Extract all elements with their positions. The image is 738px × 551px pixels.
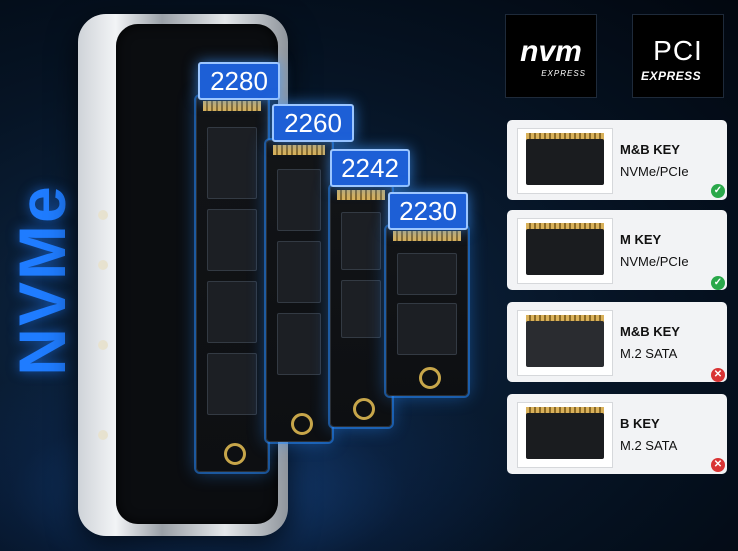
compat-card-m-key-nvme: M KEY NVMe/PCIe ✓	[507, 210, 727, 290]
interface-type: NVMe/PCIe	[620, 254, 689, 269]
enclosure-screw-holes	[98, 210, 110, 450]
nvm-logo-subtext: EXPRESS	[541, 69, 586, 78]
product-heading: NVMe SSD	[5, 184, 149, 376]
nvm-logo-text: nvm	[520, 35, 582, 68]
ssd-2230	[386, 226, 468, 396]
pci-logo-subtext: EXPRESS	[641, 69, 702, 83]
length-tag-2280: 2280	[198, 62, 280, 100]
interface-type: NVMe/PCIe	[620, 164, 689, 179]
length-tag-2230: 2230	[388, 192, 468, 230]
cross-icon: ✕	[711, 458, 725, 472]
key-type: B KEY	[620, 416, 660, 431]
ssd-thumbnail	[517, 402, 613, 468]
ssd-2260	[266, 140, 332, 442]
check-icon: ✓	[711, 276, 725, 290]
pci-logo-text: PCI	[653, 35, 703, 66]
compat-card-mb-key-sata: M&B KEY M.2 SATA ✕	[507, 302, 727, 382]
compat-card-mb-key-nvme: M&B KEY NVMe/PCIe ✓	[507, 120, 727, 200]
ssd-2280	[196, 96, 268, 472]
nvm-express-logo: nvm EXPRESS	[505, 14, 597, 98]
cross-icon: ✕	[711, 368, 725, 382]
interface-type: M.2 SATA	[620, 438, 678, 453]
key-type: M&B KEY	[620, 324, 680, 339]
ssd-2242	[330, 185, 392, 427]
ssd-thumbnail	[517, 218, 613, 284]
length-tag-2242: 2242	[330, 149, 410, 187]
compat-card-b-key-sata: B KEY M.2 SATA ✕	[507, 394, 727, 474]
pci-express-logo: PCI EXPRESS	[632, 14, 724, 98]
length-tag-2260: 2260	[272, 104, 354, 142]
interface-type: M.2 SATA	[620, 346, 678, 361]
key-type: M&B KEY	[620, 142, 680, 157]
ssd-thumbnail	[517, 310, 613, 376]
check-icon: ✓	[711, 184, 725, 198]
ssd-thumbnail	[517, 128, 613, 194]
key-type: M KEY	[620, 232, 662, 247]
